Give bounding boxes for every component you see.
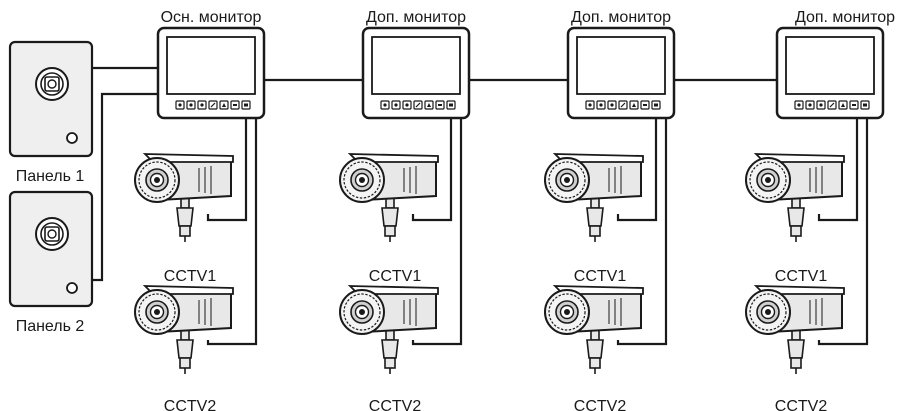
panel-1-label: Панель 1 (16, 168, 85, 185)
cctv1-label: CCTV1 (775, 268, 828, 285)
cctv-camera-icon (745, 153, 845, 243)
door-panel-1 (8, 40, 94, 158)
cctv-camera-icon (544, 285, 644, 375)
cctv-camera-icon (134, 285, 234, 375)
door-panel-icon (8, 190, 94, 308)
cctv1-label: CCTV1 (369, 268, 422, 285)
monitor-2: Доп. монитор CCTV1 CCTV2 (339, 9, 471, 411)
cctv-camera-icon (745, 285, 845, 375)
cctv2-label: CCTV2 (574, 398, 627, 411)
cctv2-label: CCTV2 (775, 398, 828, 411)
cctv2-label: CCTV2 (369, 398, 422, 411)
cctv-camera-icon (339, 153, 439, 243)
cctv2-label: CCTV2 (164, 398, 217, 411)
monitor-4-label: Доп. монитор (795, 9, 895, 26)
monitor-icon (361, 26, 471, 120)
monitor-4: Доп. монитор CCTV1 CCTV2 (745, 9, 895, 411)
monitor-2-label: Доп. монитор (366, 9, 466, 26)
monitor-icon (775, 26, 885, 120)
cctv1-label: CCTV1 (164, 268, 217, 285)
monitor-icon (156, 26, 266, 120)
panel-wiring (92, 66, 158, 282)
monitor-1: Осн. монитор CCTV1 CCTV2 (134, 9, 266, 411)
monitor-3-label: Доп. монитор (571, 9, 671, 26)
cctv1-label: CCTV1 (574, 268, 627, 285)
cctv-camera-icon (339, 285, 439, 375)
cctv-camera-icon (134, 153, 234, 243)
monitor-icon (566, 26, 676, 120)
door-panel-2 (8, 190, 94, 308)
cctv-camera-icon (544, 153, 644, 243)
panel-2-label: Панель 2 (16, 318, 85, 335)
monitor-1-label: Осн. монитор (161, 9, 262, 26)
door-panel-icon (8, 40, 94, 158)
monitor-3: Доп. монитор CCTV1 CCTV2 (544, 9, 676, 411)
